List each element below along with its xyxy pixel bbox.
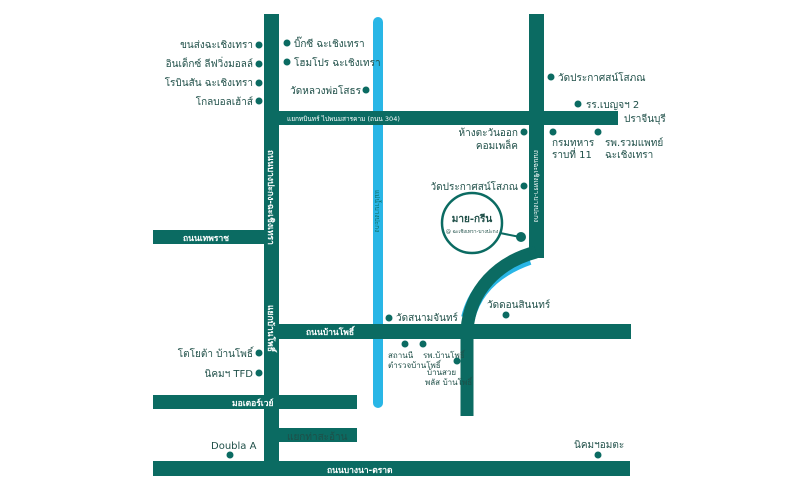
svg-text:รพ.บ้านโพธิ์: รพ.บ้านโพธิ์ <box>423 349 466 360</box>
place-kromthahan: กรมทหาร ราบที่ 11 <box>549 128 595 161</box>
svg-text:อินเด็กซ์ ลีฟวิ่งมอลล์: อินเด็กซ์ ลีฟวิ่งมอลล์ <box>166 56 253 70</box>
label-thepharat: ถนนเทพราช <box>183 234 229 244</box>
label-road-304: แยกทบินทร์ ไปพนมสารคาม (ถนน 304) <box>287 115 400 123</box>
svg-text:ราบที่ 11: ราบที่ 11 <box>552 147 592 161</box>
place-dot <box>255 79 263 87</box>
road-tha-sa-an <box>264 428 357 442</box>
svg-text:นิคมฯอมตะ: นิคมฯอมตะ <box>574 440 624 451</box>
place-khonsong: ขนส่งฉะเชิงเทรา <box>180 40 263 51</box>
label-motorway: มอเตอร์เวย์ <box>232 398 273 409</box>
place-dot <box>419 340 427 348</box>
place-rr-benchama: รร.เบญจฯ 2 <box>574 100 639 111</box>
road-bangna-trat <box>153 461 630 476</box>
place-double-a: Doubla A <box>211 441 257 459</box>
place-nikom-tfd: นิคมฯ TFD <box>205 369 263 380</box>
place-hospital: รพ.รวมแพทย์ ฉะเชิงเทรา <box>594 128 663 161</box>
place-dot <box>255 41 263 49</box>
label-east-vertical: ถนนฉะเชิงเทรา-บางปะกง <box>532 150 540 222</box>
svg-text:Doubla A: Doubla A <box>211 441 257 452</box>
svg-text:วัดประกาศสน์โสภณ: วัดประกาศสน์โสภณ <box>558 71 646 84</box>
place-bigc: บิ๊กซี ฉะเชิงเทรา <box>283 36 365 50</box>
place-dot <box>502 311 510 319</box>
svg-text:บิ๊กซี ฉะเชิงเทรา: บิ๊กซี ฉะเชิงเทรา <box>294 36 365 50</box>
place-dot <box>283 39 291 47</box>
svg-text:พลัส บ้านโพธิ์: พลัส บ้านโพธิ์ <box>425 376 474 387</box>
place-wat-prakat-top: วัดประกาศสน์โสภณ <box>547 71 646 84</box>
svg-text:โรบินสัน ฉะเชิงเทรา: โรบินสัน ฉะเชิงเทรา <box>165 76 253 89</box>
place-toyota: โตโยต้า บ้านโพธิ์ <box>178 346 263 360</box>
place-index: อินเด็กซ์ ลีฟวิ่งมอลล์ <box>166 56 263 70</box>
label-west-vertical: ถนนบางปะกง-ฉะเชิงเทรา <box>265 150 276 245</box>
place-rp-banpho: รพ.บ้านโพธิ์ <box>419 340 466 360</box>
place-dot <box>549 128 557 136</box>
place-homepro: โฮมโปร ฉะเชิงเทรา <box>283 56 381 69</box>
svg-text:โฮมโปร ฉะเชิงเทรา: โฮมโปร ฉะเชิงเทรา <box>294 56 381 69</box>
svg-text:ฉะเชิงเทรา: ฉะเชิงเทรา <box>605 150 653 161</box>
project-subtitle: @ ฉะเชิงเทรา-บางปะกง <box>446 228 499 235</box>
road-ban-pho <box>264 324 631 339</box>
place-dot <box>401 340 409 348</box>
project-name: มาย-กรีน <box>452 213 493 225</box>
place-dot <box>255 60 263 68</box>
place-dot <box>385 314 393 322</box>
place-wat-don-sinthon: วัดดอนสินนทร์ <box>487 299 551 319</box>
svg-text:วัดสนามจันทร์: วัดสนามจันทร์ <box>396 312 459 324</box>
place-dot <box>283 58 291 66</box>
project-marker[interactable]: มาย-กรีน @ ฉะเชิงเทรา-บางปะกง <box>440 191 526 255</box>
place-nikom-ama: นิคมฯอมตะ <box>574 440 624 459</box>
svg-text:รร.เบญจฯ 2: รร.เบญจฯ 2 <box>586 100 639 111</box>
place-dot <box>453 357 461 365</box>
place-dot <box>594 451 602 459</box>
place-dot <box>520 182 528 190</box>
place-dot <box>520 128 528 136</box>
svg-text:กรมทหาร: กรมทหาร <box>552 138 595 149</box>
svg-text:บ้านสวย: บ้านสวย <box>427 368 456 377</box>
svg-text:ห้างตะวันออก: ห้างตะวันออก <box>459 127 518 139</box>
place-wat-luangpho: วัดหลวงพ่อโสธร <box>290 84 370 97</box>
road-304 <box>264 111 618 125</box>
place-dot <box>255 349 263 357</box>
road-east-vertical <box>529 14 544 258</box>
svg-text:ตำรวจบ้านโพธิ์: ตำรวจบ้านโพธิ์ <box>388 359 442 370</box>
label-tha-sa-an: แยกท่าสะอ้าน <box>287 431 348 443</box>
label-prachinburi: ปราจีนบุรี <box>624 113 666 125</box>
label-bangna-trat: ถนนบางนา-ตราด <box>327 466 393 476</box>
svg-text:วัดดอนสินนทร์: วัดดอนสินนทร์ <box>487 299 551 311</box>
svg-text:โตโยต้า บ้านโพธิ์: โตโยต้า บ้านโพธิ์ <box>178 346 255 360</box>
place-wat-prakat-mid: วัดประกาศสน์โสภณ <box>431 180 528 193</box>
place-dot <box>255 369 263 377</box>
road-thepharat <box>153 230 279 244</box>
svg-text:วัดประกาศสน์โสภณ: วัดประกาศสน์โสภณ <box>431 180 519 193</box>
place-police: สถานนี ตำรวจบ้านโพธิ์ <box>388 340 442 370</box>
label-ban-pho: ถนนบ้านโพธิ์ <box>306 325 356 338</box>
place-dot <box>574 100 582 108</box>
place-dot <box>547 73 555 81</box>
svg-text:สถานนี: สถานนี <box>388 351 414 360</box>
place-dot <box>594 128 602 136</box>
svg-text:คอมเพล็ค: คอมเพล็ค <box>476 138 518 152</box>
place-robinson: โรบินสัน ฉะเชิงเทรา <box>165 76 263 89</box>
place-dot <box>255 97 263 105</box>
project-dot <box>516 232 526 242</box>
svg-text:รพ.รวมแพทย์: รพ.รวมแพทย์ <box>605 137 663 149</box>
svg-text:วัดหลวงพ่อโสธร: วัดหลวงพ่อโสธร <box>290 84 362 97</box>
place-village: บ้านสวย พลัส บ้านโพธิ์ <box>425 357 474 387</box>
place-department: ห้างตะวันออก คอมเพล็ค <box>459 127 528 152</box>
label-river: แม่น้ำบางปะกง <box>373 190 382 232</box>
label-west-vertical-lower: แยกบ้านโพธิ์ <box>265 305 278 353</box>
place-wat-sanam: วัดสนามจันทร์ <box>385 312 459 324</box>
place-dot <box>362 86 370 94</box>
road-motorway <box>153 395 357 409</box>
svg-text:ขนส่งฉะเชิงเทรา: ขนส่งฉะเชิงเทรา <box>180 40 253 51</box>
svg-text:นิคมฯ TFD: นิคมฯ TFD <box>205 369 254 380</box>
place-dot <box>226 451 234 459</box>
project-circle <box>440 191 504 255</box>
svg-text:โกลบอลเฮ้าส์: โกลบอลเฮ้าส์ <box>196 95 253 108</box>
place-global: โกลบอลเฮ้าส์ <box>196 95 263 108</box>
